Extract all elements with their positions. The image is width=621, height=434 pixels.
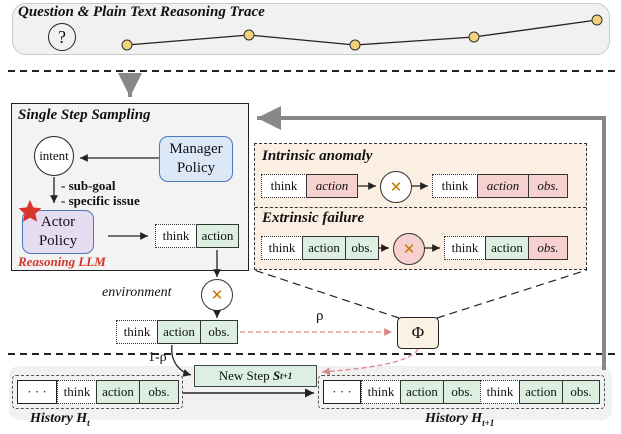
history-t1-prefix: History <box>425 411 468 426</box>
extrinsic-think-cell: think <box>261 236 303 260</box>
new-step-symbol: S <box>272 368 281 383</box>
step-action-cell: action <box>157 320 201 344</box>
phi-to-new-step-arrow <box>321 348 419 376</box>
history-t1-action-1: action <box>400 380 444 404</box>
extrinsic-action-cell: action <box>302 236 346 260</box>
rho-label: ρ <box>316 308 324 324</box>
tool-icon: ✕ <box>380 171 412 203</box>
manager-policy-node: Manager Policy <box>159 136 233 182</box>
history-t-obs: obs. <box>139 380 179 404</box>
intrinsic-corrupt-action-cell: action <box>306 174 358 198</box>
step-obs-cell: obs. <box>200 320 238 344</box>
history-t-think: think <box>57 380 97 404</box>
star-icon <box>18 200 42 222</box>
history-t-container <box>12 375 183 409</box>
history-t-label: History Ht <box>30 411 90 428</box>
faulty-tool-icon: ✕ <box>393 233 425 265</box>
sampled-action-cell: action <box>196 224 239 248</box>
history-t1-dots: · · · <box>323 380 361 404</box>
extrinsic-result-action-cell: action <box>485 236 529 260</box>
trace-point <box>243 29 255 41</box>
extrinsic-obs-cell: obs. <box>345 236 379 260</box>
history-t-action: action <box>96 380 140 404</box>
history-t1-action-2: action <box>519 380 563 404</box>
one-minus-rho-arrow <box>171 344 192 377</box>
sampled-think-cell: think <box>155 224 197 248</box>
failure-divider <box>255 207 586 208</box>
history-t1-container <box>318 375 605 409</box>
history-t1-symbol: H <box>471 411 483 426</box>
history-t1-think-1: think <box>361 380 401 404</box>
trace-point <box>591 14 603 26</box>
subgoal-label: - sub-goal <box>61 178 116 193</box>
trace-point <box>468 31 480 43</box>
history-t1-obs-2: obs. <box>562 380 600 404</box>
intrinsic-think-cell: think <box>261 174 307 198</box>
trace-point <box>349 39 361 51</box>
history-t1-label: History Ht+1 <box>425 411 494 428</box>
history-t-prefix: History <box>30 411 73 426</box>
reasoning-trace-title: Question & Plain Text Reasoning Trace <box>18 4 265 20</box>
extrinsic-failure-title: Extrinsic failure <box>262 210 365 226</box>
environment-label: environment <box>102 285 172 300</box>
trace-line <box>126 19 598 46</box>
history-t1-obs-1: obs. <box>443 380 481 404</box>
specific-issue-label: - specific issue <box>61 193 140 208</box>
intrinsic-result-think-cell: think <box>432 174 478 198</box>
new-step-subscript: t+1 <box>280 371 293 381</box>
reasoning-llm-label: Reasoning LLM <box>18 254 106 269</box>
history-t-subscript: t <box>87 417 90 428</box>
intrinsic-anomaly-title: Intrinsic anomaly <box>262 148 373 164</box>
gray-loop-arrow <box>257 106 606 370</box>
history-t-dots: · · · <box>17 380 57 404</box>
trace-point <box>121 39 133 51</box>
zoom-line-left <box>253 269 400 319</box>
history-t1-subscript: t+1 <box>482 417 495 428</box>
extrinsic-result-obs-cell: obs. <box>528 236 568 260</box>
new-step-prefix: New Step <box>218 368 270 383</box>
intrinsic-result-obs-cell: obs. <box>528 174 568 198</box>
question-icon: ? <box>48 23 76 51</box>
phi-node: Φ <box>397 317 439 349</box>
intent-node: intent <box>34 136 74 176</box>
history-t-symbol: H <box>76 411 88 426</box>
reasoning-trace-panel <box>12 3 610 55</box>
step-think-cell: think <box>116 320 158 344</box>
zoom-line-right <box>436 269 588 319</box>
single-step-sampling-title: Single Step Sampling <box>18 107 151 123</box>
